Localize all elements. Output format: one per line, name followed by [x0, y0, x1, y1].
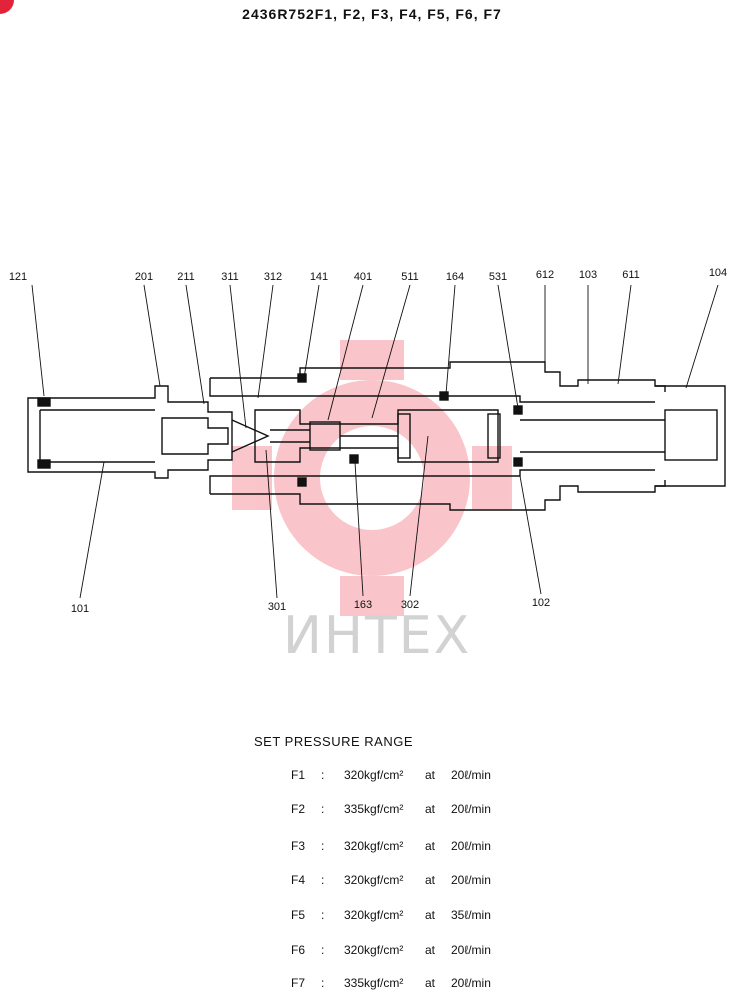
- callout-201: 201: [135, 271, 153, 283]
- row-colon: :: [321, 976, 325, 990]
- row-pressure: 320kgf/cm²: [344, 839, 404, 853]
- drawing-title: 2436R752F1, F2, F3, F4, F5, F6, F7: [242, 6, 502, 22]
- row-at: at: [425, 976, 436, 990]
- callout-164: 164: [446, 271, 464, 283]
- watermark-text: ИНТЕХ: [283, 606, 472, 666]
- row-flow: 20ℓ/min: [451, 839, 491, 853]
- row-pressure: 320kgf/cm²: [344, 908, 404, 922]
- top-callout-labels: 121 201 211 311 312 141 401 511 164 531 …: [9, 267, 727, 283]
- callout-104: 104: [709, 267, 727, 279]
- row-colon: :: [321, 873, 325, 887]
- callout-102: 102: [532, 597, 550, 609]
- callout-103: 103: [579, 269, 597, 281]
- row-pressure: 320kgf/cm²: [344, 873, 404, 887]
- callout-163: 163: [354, 599, 372, 611]
- row-at: at: [425, 802, 436, 816]
- row-flow: 20ℓ/min: [451, 768, 491, 782]
- row-at: at: [425, 908, 436, 922]
- row-flow: 20ℓ/min: [451, 802, 491, 816]
- row-colon: :: [321, 768, 325, 782]
- row-flow: 20ℓ/min: [451, 976, 491, 990]
- callout-leaders: [31, 284, 719, 599]
- callout-531: 531: [489, 271, 507, 283]
- callout-301: 301: [268, 601, 286, 613]
- row-at: at: [425, 839, 436, 853]
- row-model: F7: [291, 976, 306, 990]
- row-at: at: [425, 768, 436, 782]
- set-pressure-range-heading: SET PRESSURE RANGE: [254, 734, 414, 749]
- bottom-callout-labels: 101 301 163 302 102: [71, 597, 550, 615]
- row-pressure: 335kgf/cm²: [344, 802, 404, 816]
- row-pressure: 320kgf/cm²: [344, 943, 404, 957]
- callout-511: 511: [401, 271, 419, 283]
- row-colon: :: [321, 908, 325, 922]
- row-model: F1: [291, 768, 306, 782]
- callout-302: 302: [401, 599, 419, 611]
- row-model: F5: [291, 908, 306, 922]
- callout-401: 401: [354, 271, 372, 283]
- row-flow: 20ℓ/min: [451, 943, 491, 957]
- row-colon: :: [321, 943, 325, 957]
- row-model: F2: [291, 802, 306, 816]
- row-pressure: 320kgf/cm²: [344, 768, 404, 782]
- row-colon: :: [321, 839, 325, 853]
- row-model: F3: [291, 839, 306, 853]
- row-at: at: [425, 873, 436, 887]
- row-flow: 20ℓ/min: [451, 873, 491, 887]
- callout-311: 311: [221, 271, 239, 283]
- callout-211: 211: [177, 271, 195, 283]
- callout-312: 312: [264, 271, 282, 283]
- callout-101: 101: [71, 603, 89, 615]
- row-colon: :: [321, 802, 325, 816]
- watermark-emblem: [232, 340, 512, 616]
- valve-cross-section-diagram: 121 201 211 311 312 141 401 511 164 531 …: [9, 267, 727, 616]
- row-pressure: 335kgf/cm²: [344, 976, 404, 990]
- row-at: at: [425, 943, 436, 957]
- callout-141: 141: [310, 271, 328, 283]
- row-model: F6: [291, 943, 306, 957]
- row-model: F4: [291, 873, 306, 887]
- callout-611: 611: [622, 269, 640, 281]
- row-flow: 35ℓ/min: [451, 908, 491, 922]
- callout-612: 612: [536, 269, 554, 281]
- callout-121: 121: [9, 271, 27, 283]
